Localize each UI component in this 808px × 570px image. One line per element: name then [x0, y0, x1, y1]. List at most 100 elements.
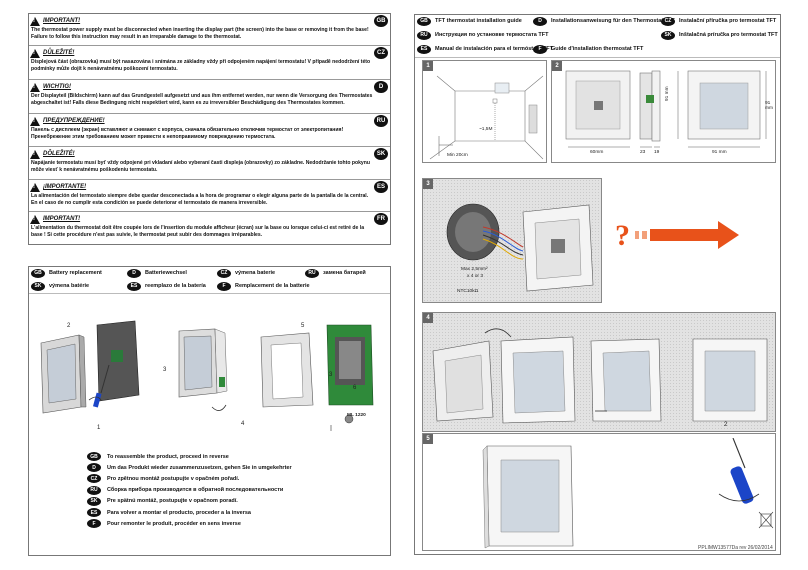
battery-header-ru: RU замена батарей: [305, 268, 366, 278]
box-number-4: 4: [423, 313, 433, 323]
wire-max-label: Max 2,5mm²: [461, 267, 488, 272]
reassemble-text: Para volver a montar el producto, proced…: [107, 509, 251, 516]
battery-header-label: Batteriewechsel: [145, 270, 187, 276]
warning-text: Панель с дисплеем (экран) вставляют и сн…: [31, 127, 344, 140]
battery-header-label: замена батарей: [323, 270, 366, 276]
warning-icon: [30, 48, 40, 58]
warning-title: DŮLEŽITÉ!: [30, 48, 74, 58]
language-badge: GB: [374, 15, 388, 27]
language-badge: GB: [31, 268, 45, 278]
warning-text: Der Displayteil (Bildschirm) kann auf da…: [31, 93, 373, 106]
reassemble-text: To reassemble the product, proceed in re…: [107, 453, 229, 460]
step-box-3: 3 Max 2,5mm² x 4 or 3 NTC10kΩ: [422, 178, 602, 303]
reassemble-text: Pre spätnú montáž, postupujte v opačnom …: [107, 498, 238, 505]
reassemble-es: ES Para volver a montar el producto, proc…: [87, 507, 292, 518]
guide-title-label: Inštalačná príručka pro termostat TFT: [679, 32, 778, 38]
battery-header-label: reemplazo de la batería: [145, 283, 206, 289]
front-frame: [260, 332, 314, 408]
warning-ru: ПРЕДУПРЕЖДЕНИЕ! RU Панель с дисплеем (экра…: [29, 114, 390, 147]
language-badge: F: [87, 519, 101, 529]
language-badge: SK: [374, 148, 388, 160]
reassemble-text: Сборка прибора производится в обратной п…: [107, 487, 284, 494]
battery-header-cz: CZ výmena baterie: [217, 268, 275, 278]
battery-model: ML 1220: [347, 413, 366, 418]
step-label-3: 3: [163, 367, 167, 373]
battery-header-label: výmena baterie: [235, 270, 276, 276]
warning-fr: IMPORTANT!FRL'alimentation du thermostat…: [29, 212, 390, 244]
connection-arrow: ?: [615, 219, 739, 252]
step-label-1: 1: [97, 425, 101, 431]
warning-icon: [30, 82, 40, 92]
warning-title-text: DŮLEŽITÉ!: [43, 50, 75, 56]
ntc-label: NTC10kΩ: [457, 289, 479, 294]
warning-icon: [30, 116, 40, 126]
pcb-module: [326, 324, 374, 406]
warning-title: ¡IMPORTANTE!: [30, 182, 86, 192]
warning-text: Napájanie termostatu musí byť vždy odpoj…: [31, 160, 370, 173]
warning-title: IMPORTANT!: [30, 16, 80, 26]
reassemble-text: Um das Produkt wieder zusammenzusetzen, …: [107, 464, 292, 471]
box-number-3: 3: [423, 179, 433, 189]
guide-title-label: Manual de instalación para el termóstato…: [435, 46, 553, 52]
language-badge: F: [217, 281, 231, 291]
warning-icon: [30, 149, 40, 159]
language-badge: SK: [661, 30, 675, 40]
language-badge: RU: [417, 30, 431, 40]
language-badge: D: [533, 16, 547, 26]
language-badge: ES: [87, 508, 101, 518]
step-label-4: 4: [241, 421, 245, 427]
warning-title-text: DÔLEŽITÉ!: [43, 151, 75, 157]
language-badge: CZ: [217, 268, 231, 278]
screwdriver-1: [92, 364, 110, 408]
wire-count-label: x 4 or 3: [467, 274, 483, 279]
warning-icon: [30, 214, 40, 224]
step-label-5: 5: [301, 323, 305, 329]
reassemble-f: F Pour remonter le produit, procéder en s…: [87, 518, 292, 529]
language-badge: RU: [305, 268, 319, 278]
language-badge: CZ: [661, 16, 675, 26]
step-box-2: 2 60mm 23 19 91 mm 91 mm 91 mm: [551, 60, 776, 163]
warning-sk: DÔLEŽITÉ! SK Napájanie termostatu musí byť…: [29, 147, 390, 180]
dim-91-side: 91 mm: [765, 101, 773, 111]
language-badge: CZ: [87, 474, 101, 484]
language-badge: RU: [87, 485, 101, 495]
warning-text: La alimentación del termostato siempre d…: [31, 193, 369, 206]
display-unit-left: [40, 334, 87, 414]
warning-title-text: ПРЕДУПРЕЖДЕНИЕ!: [43, 118, 105, 124]
step-box-1: 1 ~1,5M Min 20cm: [422, 60, 547, 163]
reassemble-cz: CZ Pro zpětnou montáž postupujte v opačné…: [87, 473, 292, 484]
dim-19: 19: [654, 150, 660, 155]
battery-header-label: výmena batérie: [49, 283, 90, 289]
reassemble-ru: RU Сборка прибора производится в обратной…: [87, 485, 292, 496]
warning-title-text: IMPORTANT!: [43, 18, 81, 24]
warning-text: Displejová část (obrazovka) musí být nas…: [31, 59, 371, 72]
height-label: ~1,5M: [479, 127, 493, 132]
base-plate: [96, 320, 140, 402]
warning-icon: [30, 16, 40, 26]
language-badge: RU: [374, 115, 388, 127]
reassemble-text: Pour remonter le produit, procéder en se…: [107, 520, 241, 527]
reassemble-text: Pro zpětnou montáž postupujte v opačném …: [107, 475, 240, 482]
warning-title-text: IMPORTANT!: [43, 216, 81, 222]
box-number-1: 1: [423, 61, 433, 71]
language-badge: GB: [417, 16, 431, 26]
warning-title: ПРЕДУПРЕЖДЕНИЕ!: [30, 116, 105, 126]
language-badge: SK: [31, 281, 45, 291]
language-badge: D: [374, 81, 388, 93]
